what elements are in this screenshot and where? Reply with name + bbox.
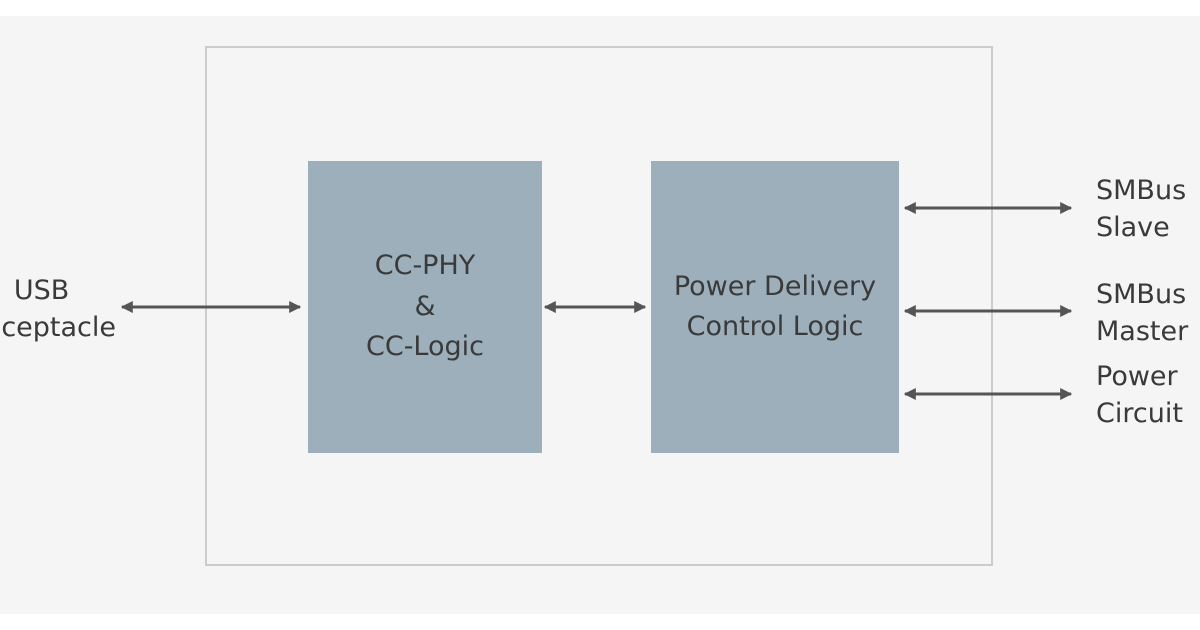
usb-label-line-2: Receptacle bbox=[0, 312, 116, 343]
smbus-slave-line-1: SMBus bbox=[1096, 175, 1187, 206]
power-delivery-control-block: Power Delivery Control Logic bbox=[651, 161, 899, 453]
smbus-slave-line-2: Slave bbox=[1096, 212, 1170, 243]
smbus-slave-label: SMBus Slave bbox=[1096, 172, 1186, 246]
power-circuit-label: Power Circuit bbox=[1096, 358, 1183, 432]
cc-block-line-2: & bbox=[414, 290, 436, 322]
usb-receptacle-label: USB Receptacle bbox=[0, 272, 116, 346]
usb-label-line-1: USB bbox=[13, 275, 70, 306]
cc-block-line-1: CC-PHY bbox=[374, 250, 476, 282]
power-circuit-line-1: Power bbox=[1096, 361, 1178, 392]
cc-block-line-3: CC-Logic bbox=[365, 331, 485, 363]
cc-phy-logic-block: CC-PHY & CC-Logic bbox=[308, 161, 542, 453]
smbus-master-line-1: SMBus bbox=[1096, 279, 1187, 310]
pd-block-line-2: Control Logic bbox=[686, 311, 864, 342]
power-circuit-line-2: Circuit bbox=[1096, 398, 1183, 429]
smbus-master-line-2: Master bbox=[1096, 316, 1189, 347]
pd-block-line-1: Power Delivery bbox=[673, 270, 877, 302]
smbus-master-label: SMBus Master bbox=[1096, 276, 1188, 350]
